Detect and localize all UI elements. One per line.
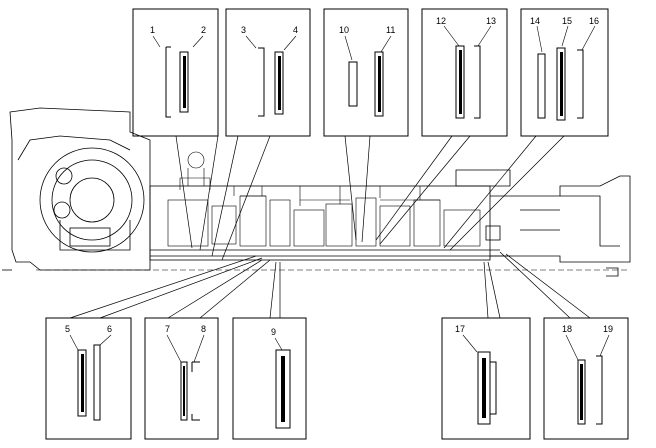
- detail-box-14-15-16: 14 15 16: [520, 8, 609, 137]
- callout-14: 14: [530, 16, 540, 26]
- callout-2: 2: [201, 25, 206, 35]
- leader-lines: [69, 135, 591, 319]
- callout-4: 4: [293, 25, 298, 35]
- callout-12: 12: [436, 16, 446, 26]
- callout-10: 10: [339, 25, 349, 35]
- detail-box-7-8: 7 8: [144, 317, 219, 440]
- callout-3: 3: [241, 25, 246, 35]
- detail-box-9: 9: [232, 317, 307, 440]
- detail-box-10-11: 10 11: [323, 8, 409, 137]
- callout-13: 13: [486, 16, 496, 26]
- detail-box-18-19: 18 19: [543, 317, 629, 440]
- callout-8: 8: [201, 324, 206, 334]
- detail-box-17: 17: [441, 317, 531, 440]
- callout-19: 19: [603, 324, 613, 334]
- detail-box-3-4: 3 4: [225, 8, 311, 137]
- transmission-cross-section: [2, 107, 631, 277]
- callout-6: 6: [107, 324, 112, 334]
- callout-5: 5: [65, 324, 70, 334]
- callout-18: 18: [562, 324, 572, 334]
- callout-16: 16: [589, 16, 599, 26]
- detail-box-12-13: 12 13: [421, 8, 508, 137]
- callout-9: 9: [271, 327, 276, 337]
- callout-17: 17: [455, 324, 465, 334]
- callout-1: 1: [150, 25, 155, 35]
- detail-box-1-2: 1 2: [132, 8, 219, 137]
- callout-15: 15: [562, 16, 572, 26]
- detail-box-5-6: 5 6: [45, 317, 132, 440]
- callout-11: 11: [386, 25, 395, 35]
- callout-7: 7: [165, 324, 170, 334]
